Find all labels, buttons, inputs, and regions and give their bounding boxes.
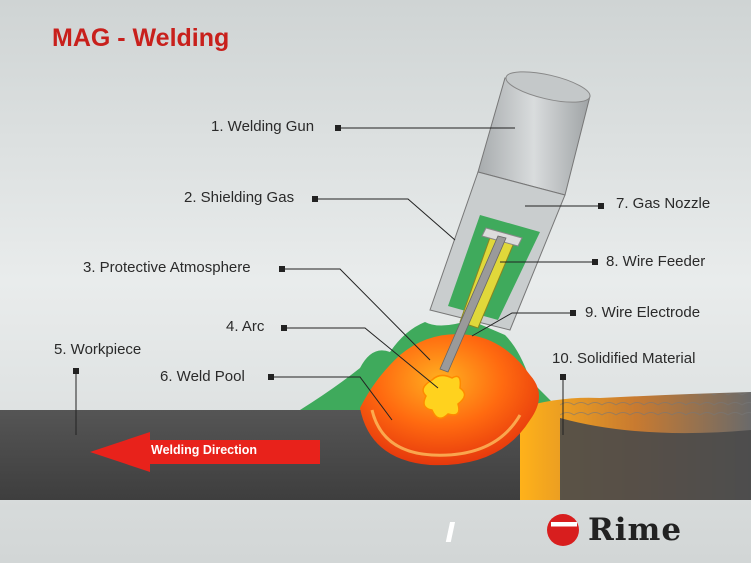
label-welding-gun: 1. Welding Gun bbox=[211, 118, 315, 135]
label-gas-nozzle: 7. Gas Nozzle bbox=[616, 195, 711, 212]
leader-lines bbox=[75, 127, 600, 435]
welding-direction-label: Welding Direction bbox=[151, 443, 258, 457]
label-arc: 4. Arc bbox=[226, 318, 265, 335]
leader-markers bbox=[73, 125, 604, 380]
rime-logo-icon bbox=[445, 514, 579, 546]
label-workpiece: 5. Workpiece bbox=[54, 341, 142, 358]
welding-direction-arrow bbox=[90, 432, 320, 472]
label-shielding-gas: 2. Shielding Gas bbox=[184, 189, 295, 206]
label-wire-feeder: 8. Wire Feeder bbox=[606, 253, 706, 270]
page-title: MAG - Welding bbox=[52, 24, 230, 52]
leader-weld-pool bbox=[272, 376, 393, 421]
weld-pool-rim bbox=[370, 409, 522, 457]
solidified-underside bbox=[560, 418, 751, 500]
label-weld-pool: 6. Weld Pool bbox=[160, 368, 245, 385]
label-solidified-material: 10. Solidified Material bbox=[552, 350, 696, 367]
label-wire-electrode: 9. Wire Electrode bbox=[585, 304, 701, 321]
leader-shielding-gas bbox=[316, 198, 456, 241]
leader-arc bbox=[285, 327, 439, 389]
arc bbox=[422, 374, 466, 419]
wire-electrode bbox=[439, 235, 507, 373]
welding-gun-top bbox=[505, 71, 591, 103]
leader-wire-electrode bbox=[471, 312, 572, 337]
brand-name: Rime bbox=[588, 512, 683, 548]
label-protective-atmosphere: 3. Protective Atmosphere bbox=[83, 259, 251, 276]
leader-protective-atmosphere bbox=[283, 268, 431, 361]
solidified-ripples bbox=[560, 393, 751, 420]
